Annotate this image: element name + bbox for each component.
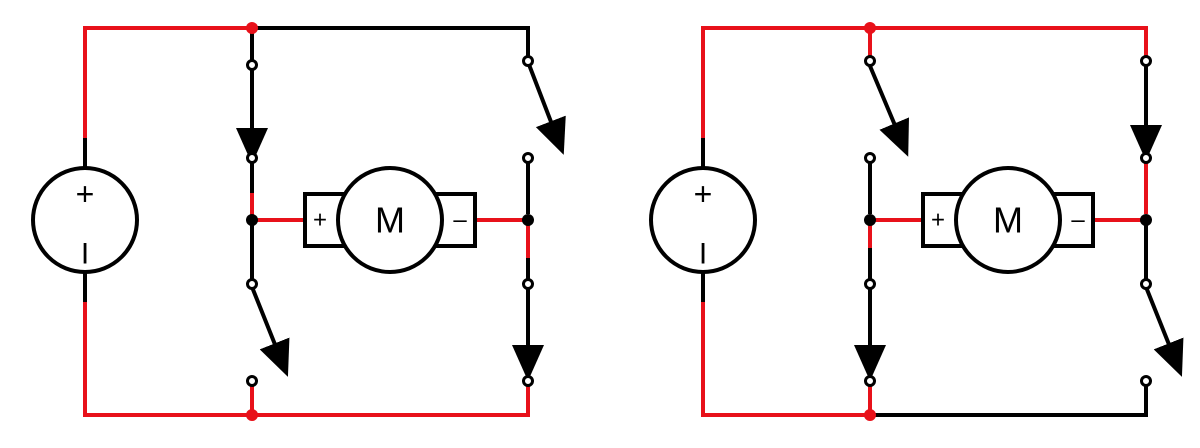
wire-source-bottom [83, 298, 530, 417]
motor-icon: M + – [921, 166, 1095, 274]
contact-bottom-right-upper [1140, 278, 1152, 290]
junction-motor-right [1140, 214, 1152, 226]
contact-bottom-right-lower [522, 375, 534, 387]
wire-source-top [83, 26, 254, 142]
wire-source-bottom [701, 298, 872, 417]
contact-bottom-left-upper [864, 278, 876, 290]
junction-top [864, 22, 876, 34]
wire-right-leg-mid [473, 218, 530, 262]
voltage-source-icon: + I [649, 138, 757, 302]
motor-terminal-plus: + [313, 207, 327, 234]
contact-bottom-left-upper [246, 278, 258, 290]
wire-left-leg-mid [868, 218, 925, 252]
motor-body [954, 166, 1062, 274]
contact-top-left-lower [864, 152, 876, 164]
junction-motor-left [864, 214, 876, 226]
h-bridge-circuit-right: + I M + – [649, 22, 1184, 421]
contact-bottom-left-lower [246, 375, 258, 387]
contact-bottom-right-upper [522, 278, 534, 290]
contact-top-right-lower [1140, 152, 1152, 164]
motor-body [336, 166, 444, 274]
contact-bottom-right-lower [1140, 375, 1152, 387]
source-plus-sign: + [694, 176, 713, 212]
contact-top-left-lower [246, 152, 258, 164]
contact-top-left-upper [864, 55, 876, 67]
source-minus-sign: I [699, 238, 707, 271]
motor-terminal-plus: + [931, 207, 945, 234]
contact-top-left-upper [246, 59, 258, 71]
wire-bottom-right-rail [868, 386, 1148, 417]
switch-top-right-blade [525, 59, 566, 155]
junction-motor-left [246, 214, 258, 226]
wire-source-top [701, 26, 1148, 142]
contact-bottom-left-lower [864, 375, 876, 387]
source-plus-sign: + [76, 176, 95, 212]
motor-terminal-minus: – [453, 207, 467, 234]
voltage-source-icon: + I [31, 138, 139, 302]
motor-label: M [375, 200, 405, 241]
contact-top-right-lower [522, 152, 534, 164]
motor-terminal-minus: – [1071, 207, 1085, 234]
h-bridge-circuit-left: + I M + – [31, 22, 566, 421]
wire-top-right-rail [250, 26, 530, 57]
junction-bottom [246, 409, 258, 421]
motor-icon: M + – [303, 166, 477, 274]
junction-motor-right [522, 214, 534, 226]
switch-bottom-left-blade [249, 284, 290, 377]
wire-left-leg-mid [250, 193, 307, 222]
source-minus-sign: I [81, 238, 89, 271]
contact-top-right-upper [1140, 55, 1152, 67]
junction-bottom [864, 409, 876, 421]
switch-top-left-blade [867, 63, 909, 157]
motor-label: M [993, 200, 1023, 241]
switch-bottom-right-blade [1143, 284, 1184, 377]
junction-top [246, 22, 258, 34]
contact-top-right-upper [522, 55, 534, 67]
